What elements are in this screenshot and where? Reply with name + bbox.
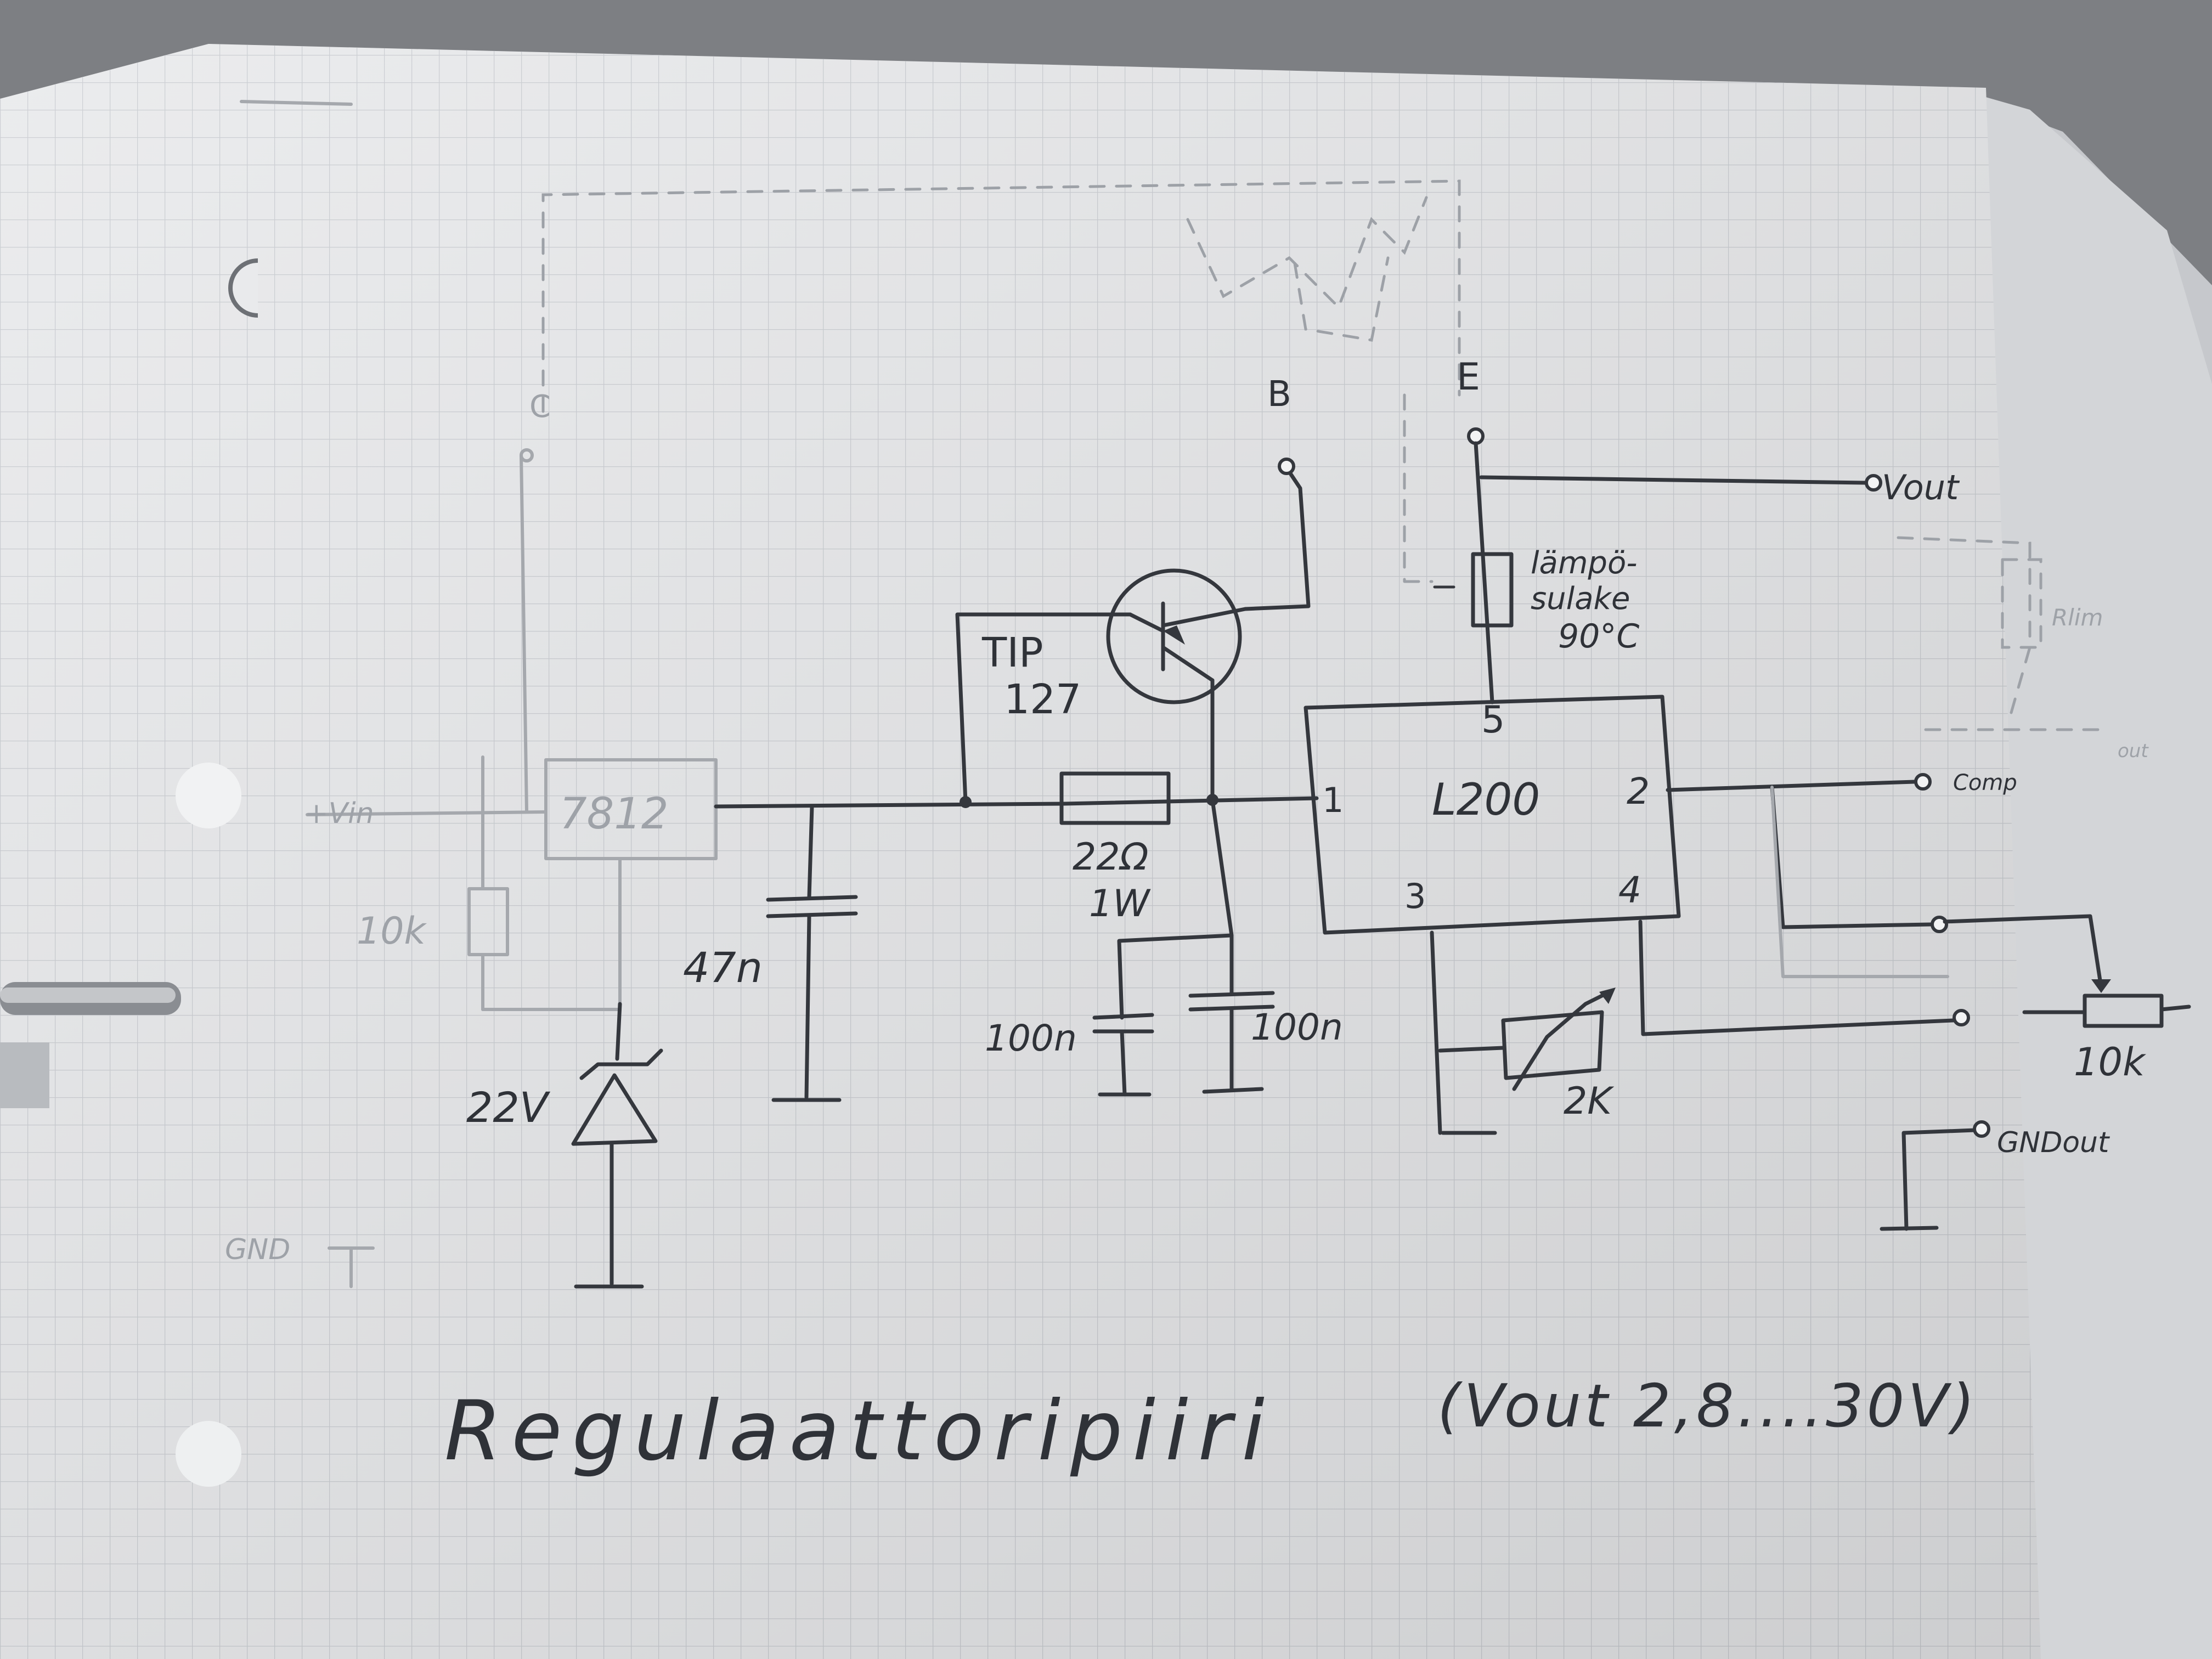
resistor-10k-left (467, 887, 509, 956)
cap-47n-plate (766, 911, 858, 918)
label-fuse-1: lämpö- (1531, 545, 1637, 581)
label-1w: 1W (1089, 882, 1151, 926)
label-10k-left: 10k (357, 910, 427, 953)
ic-l200 (1304, 695, 1681, 935)
binder-ring (0, 982, 181, 1108)
resistor-22ohm (1059, 771, 1171, 825)
transistor-tip127 (1106, 568, 1242, 704)
label-pin2: 2 (1627, 770, 1650, 812)
zener-22v (571, 1073, 658, 1146)
circuit-labels: 7812 +Vin 10k C GND TIP 127 B E 22Ω 1W 4… (225, 356, 2149, 1266)
trimmer-2k (1501, 1010, 1604, 1080)
label-fuse-3: 90°C (1558, 617, 1639, 656)
label-pin5: 5 (1481, 698, 1505, 742)
label-100n-right: 100n (1251, 1006, 1343, 1048)
terminal-rlim: Rlim (2052, 604, 2103, 631)
label-gnd-in: GND (225, 1233, 290, 1266)
label-pin1: 1 (1322, 780, 1344, 820)
label-tip: TIP (981, 629, 1043, 676)
paper-sheet (0, 44, 2041, 1659)
terminal-out-small: out (2118, 740, 2149, 762)
top-mark (240, 100, 353, 106)
thermal-fuse (1471, 552, 1514, 628)
label-7812: 7812 (560, 789, 669, 839)
label-22ohm: 22Ω (1073, 836, 1149, 879)
label-l200: L200 (1432, 774, 1540, 825)
circuit-ink (571, 427, 2191, 1289)
terminal-comp: Comp (1953, 770, 2017, 795)
pencil-sketch (306, 448, 718, 1288)
page-subtitle: (Vout 2,8....30V) (1437, 1372, 1978, 1441)
label-22v: 22V (466, 1083, 551, 1132)
dashed-routing (541, 179, 2103, 731)
label-pin3: 3 (1404, 876, 1426, 916)
label-pin4: 4 (1618, 869, 1641, 911)
terminal-gnd-out: GNDout (1997, 1126, 2110, 1159)
label-base: B (1267, 374, 1291, 415)
label-100n-left: 100n (985, 1017, 1077, 1059)
page-title: Regulaattoripiiri (444, 1384, 1274, 1479)
label-fuse-2: sulake (1531, 581, 1630, 617)
terminal-vout: Vout (1882, 467, 1960, 507)
label-10k-pot: 10k (2074, 1040, 2146, 1085)
label-127: 127 (1004, 676, 1081, 723)
cap-47n-plate (766, 895, 858, 902)
regulator-7812-box (544, 758, 718, 860)
label-emitter: E (1457, 356, 1480, 399)
label-vin: +Vin (304, 797, 374, 830)
label-collector: C (529, 389, 551, 425)
punch-holes (176, 258, 258, 1487)
label-2k: 2K (1564, 1080, 1615, 1123)
label-47n: 47n (683, 943, 763, 992)
